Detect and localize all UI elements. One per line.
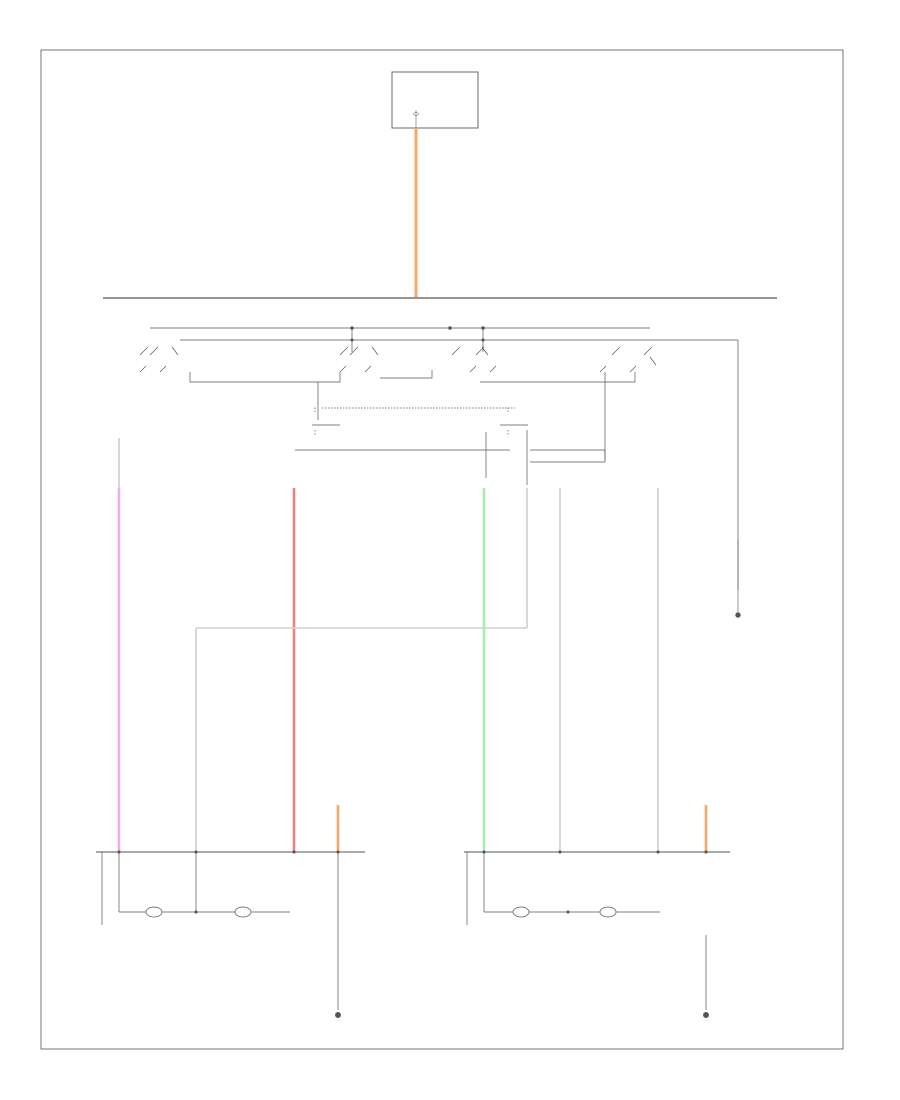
ground-branch-right (735, 540, 741, 618)
fuse-block (391, 71, 479, 129)
right-actuator (464, 850, 730, 1018)
switch-assembly (139, 326, 739, 590)
diagram-border (40, 49, 844, 1050)
left-actuator (96, 850, 365, 1018)
